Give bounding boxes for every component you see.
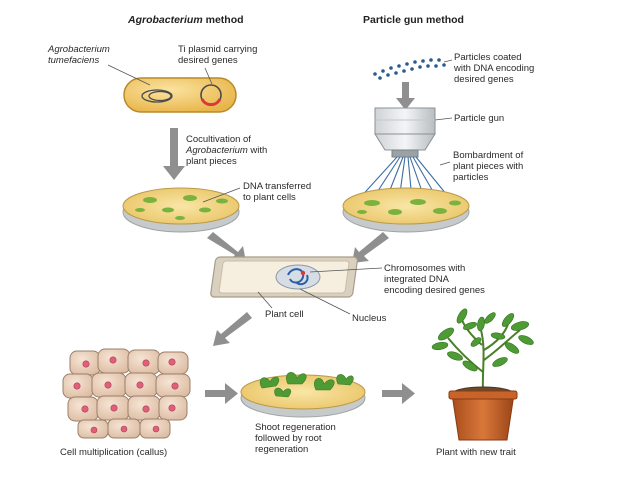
label-callus: Cell multiplication (callus): [60, 447, 168, 458]
label-cocultivation-agro: Agrobacterium: [186, 145, 248, 156]
label-nucleus: Nucleus: [352, 313, 387, 324]
label-bombardment: Bombardment of plant pieces with particl…: [453, 150, 523, 183]
header-particle-gun-method: Particle gun method: [363, 14, 464, 26]
label-dna-transferred: DNA transferred to plant cells: [243, 181, 311, 203]
label-plant-cell: Plant cell: [265, 309, 304, 320]
label-chromosomes-line2: integrated DNA: [384, 274, 449, 285]
plant-cell-diagram: [210, 256, 358, 298]
label-chromosomes: Chromosomes with integrated DNA encoding…: [384, 263, 485, 296]
label-bombardment-line1: Bombardment of: [453, 150, 524, 161]
arrow-bacterium-to-dish: [163, 128, 185, 180]
bacterial-chromosome: [141, 89, 173, 103]
leader-particles: [443, 59, 453, 63]
label-bombardment-line2: plant pieces with: [453, 161, 524, 172]
label-ti-plasmid: Ti plasmid carrying desired genes: [178, 44, 257, 66]
label-particles-line1: Particles coated: [454, 52, 522, 63]
header-agrobacterium-method: Agrobacterium method: [128, 14, 244, 26]
label-shoot-regeneration: Shoot regeneration followed by root rege…: [255, 422, 336, 455]
arrow-right-dish-to-cell: [352, 232, 389, 263]
label-particles: Particles coated with DNA encoding desir…: [454, 52, 534, 85]
label-agro-species-line2: tumefaciens: [48, 55, 100, 66]
label-shoot-line1: Shoot regeneration: [255, 422, 336, 433]
process-arrows: [163, 82, 415, 404]
callus-nuclei: [73, 356, 179, 434]
label-cocultivation-line1: Cocultivation of: [186, 134, 251, 145]
label-chromosomes-line1: Chromosomes with: [384, 263, 466, 274]
particle-gun: [374, 107, 436, 158]
label-shoot-line2: followed by root: [255, 433, 322, 444]
label-cocultivation: Cocultivation of Agrobacterium with plan…: [186, 134, 267, 167]
integrated-chromosomes: [287, 268, 309, 286]
label-dna-transferred-line2: to plant cells: [243, 192, 296, 203]
header-agro-italic: Agrobacterium: [128, 14, 203, 26]
label-ti-plasmid-line2: desired genes: [178, 55, 238, 66]
label-particle-gun: Particle gun: [454, 113, 505, 124]
flower-pot: [451, 393, 515, 441]
leader-bombardment: [439, 161, 451, 166]
petri-dish-left: [122, 187, 240, 233]
label-cocultivation-line3: plant pieces: [186, 156, 237, 167]
arrow-particles-to-gun: [396, 82, 415, 110]
plant-leaves: [431, 308, 534, 372]
agrobacterium-cell: [123, 77, 237, 113]
label-shoot-line3: regeneration: [255, 444, 309, 455]
label-agro-species-line1: Agrobacterium: [48, 44, 110, 55]
leader-lines-cell: [257, 267, 383, 315]
plant-pieces-right: [357, 199, 461, 215]
label-bombardment-line3: particles: [453, 172, 489, 183]
shoot-regeneration-dish: [240, 372, 366, 418]
plant-pieces-left: [135, 195, 228, 220]
arrow-shoots-to-plant: [382, 383, 415, 404]
arrow-callus-to-shoots: [205, 383, 238, 404]
regenerating-shoots: [259, 372, 354, 398]
label-ti-plasmid-line1: Ti plasmid carrying: [178, 44, 258, 55]
leader-dna-transferred: [202, 187, 241, 203]
label-particles-line3: desired genes: [454, 74, 514, 85]
header-agro-rest: method: [202, 14, 244, 26]
arrow-cell-to-callus: [213, 312, 252, 346]
leader-gun: [434, 117, 453, 121]
label-agrobacterium-tumefaciens: Agrobacterium tumefaciens: [48, 44, 110, 66]
label-plant-new-trait: Plant with new trait: [436, 447, 516, 458]
leader-lines-top-left: [107, 64, 213, 86]
label-cocultivation-line2: Agrobacterium with: [186, 145, 267, 156]
label-cocultivation-with: with: [250, 145, 268, 156]
label-dna-transferred-line1: DNA transferred: [243, 181, 312, 192]
label-particles-line2: with DNA encoding: [454, 63, 535, 74]
petri-dish-right: [342, 187, 470, 233]
label-chromosomes-line3: encoding desired genes: [384, 285, 485, 296]
ti-plasmid: [200, 84, 222, 107]
pot-rim: [448, 390, 518, 400]
arrow-left-dish-to-cell: [207, 232, 246, 262]
dna-particles: [373, 58, 446, 80]
potted-plant: [431, 308, 534, 441]
